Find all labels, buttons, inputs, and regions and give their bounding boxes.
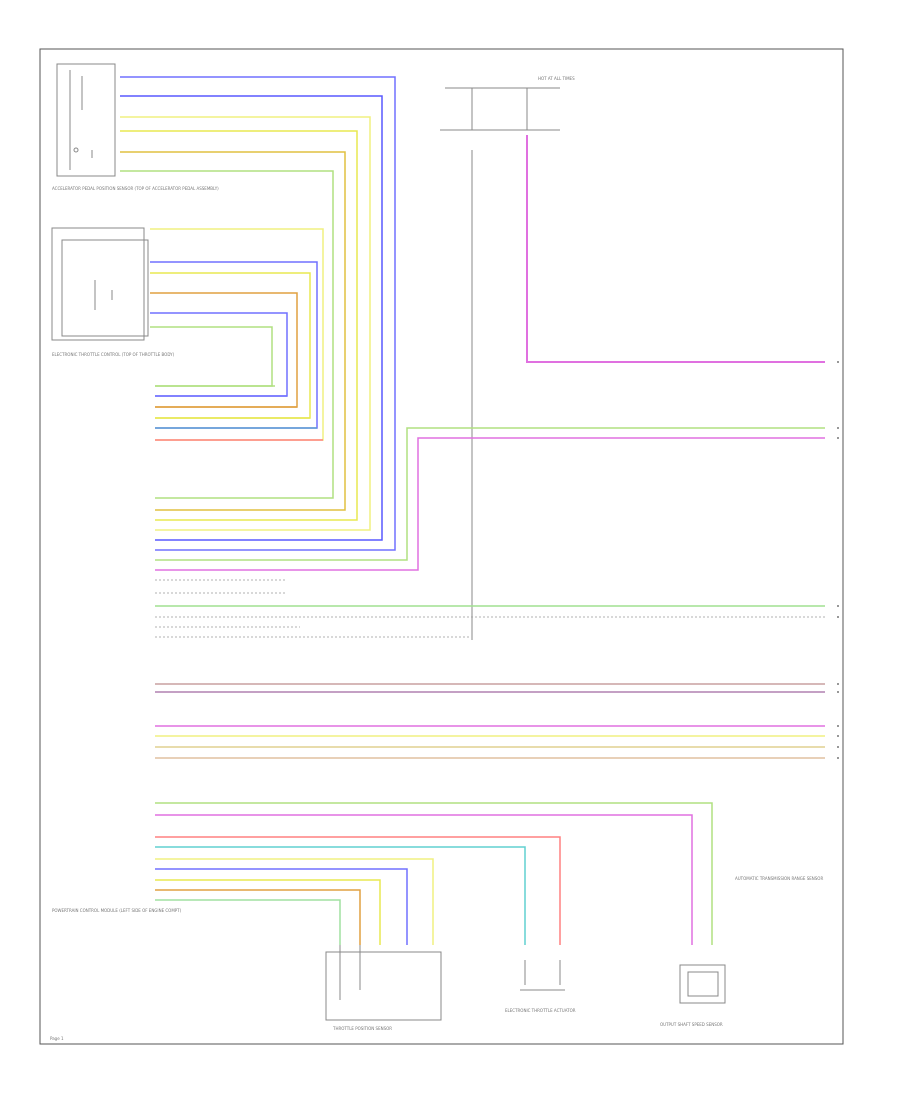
automatic-transmission-label: AUTOMATIC TRANSMISSION RANGE SENSOR: [735, 876, 823, 881]
diagram-frame: [39, 48, 844, 1045]
battery-power-wire: [526, 135, 825, 363]
output-shaft-speed-sensor-label: OUTPUT SHAFT SPEED SENSOR: [660, 1022, 723, 1027]
pcm-block-4-wires: [155, 725, 825, 759]
pcm-label: POWERTRAIN CONTROL MODULE (LEFT SIDE OF …: [52, 908, 182, 913]
pcm-block-1-wires: [155, 385, 323, 441]
right-edge-connectors: [837, 361, 839, 759]
throttle-wires: [150, 228, 324, 441]
electronic-throttle-label: ELECTRONIC THROTTLE CONTROL (TOP OF THRO…: [52, 352, 175, 357]
battery-junction-box: [440, 87, 560, 640]
throttle-position-sensor-label: THROTTLE POSITION SENSOR: [332, 1026, 392, 1031]
page-label: Page 1: [50, 1036, 64, 1041]
accelerator-pedal-label: ACCELERATOR PEDAL POSITION SENSOR (TOP O…: [52, 186, 219, 191]
pcm-block-5-wires: [155, 802, 713, 945]
output-shaft-speed-sensor: [679, 964, 726, 1004]
right-bus-wires: [155, 427, 825, 607]
accelerator-wires: [120, 76, 396, 551]
electronic-throttle-connector: [51, 227, 149, 341]
electronic-throttle-actuator-label: ELECTRONIC THROTTLE ACTUATOR: [505, 1008, 576, 1013]
throttle-position-sensor: [325, 945, 442, 1021]
accelerator-pedal-sensor: [56, 63, 116, 177]
electronic-throttle-actuator: [520, 960, 565, 991]
pcm-block-2: [155, 579, 825, 638]
hot-at-all-times-label: HOT AT ALL TIMES: [538, 76, 575, 81]
pcm-block-3-wires: [155, 683, 825, 693]
